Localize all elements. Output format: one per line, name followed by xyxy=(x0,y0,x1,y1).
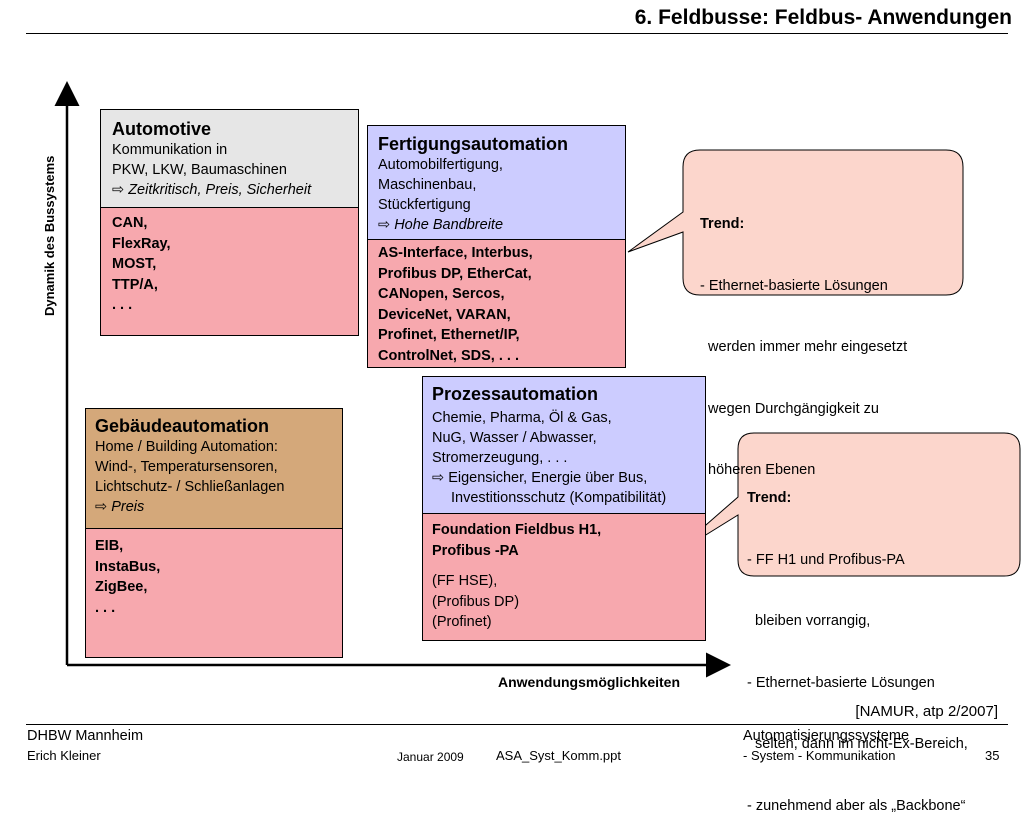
automotive-highlight: Zeitkritisch, Preis, Sicherheit xyxy=(128,182,312,198)
prozess-highlight-cont: Investitionsschutz (Kompatibilität) xyxy=(451,490,667,506)
gebaeude-box-header: Gebäudeautomation Home / Building Automa… xyxy=(85,408,343,529)
axes-and-callout-shapes xyxy=(54,81,1021,678)
footer-divider xyxy=(26,724,1008,725)
trend1-line: werden immer mehr eingesetzt xyxy=(700,339,908,355)
gebaeude-box-buses: EIB, InstaBus, ZigBee, . . . xyxy=(85,528,343,658)
automotive-bus: CAN, xyxy=(112,215,148,231)
fertigung-line: Automobilfertigung, xyxy=(378,157,503,173)
fertigung-line: Maschinenbau, xyxy=(378,177,477,193)
fertigung-bus: Profibus DP, EtherCat, xyxy=(378,265,532,282)
trend2-line: - Ethernet-basierte Lösungen xyxy=(747,674,935,691)
footer-author: Erich Kleiner xyxy=(27,748,101,763)
prozess-box-buses: Foundation Fieldbus H1, Profibus -PA (FF… xyxy=(422,513,706,641)
prozess-line: Chemie, Pharma, Öl & Gas, xyxy=(432,410,612,426)
prozess-bus: Foundation Fieldbus H1, xyxy=(432,522,602,538)
prozess-highlight: Eigensicher, Energie über Bus, xyxy=(448,470,648,486)
automotive-bus: FlexRay, xyxy=(112,235,171,252)
automotive-line: PKW, LKW, Baumaschinen xyxy=(112,162,287,178)
footer-date: Januar 2009 xyxy=(397,750,464,764)
fertigung-bus: ControlNet, SDS, . . . xyxy=(378,347,519,364)
citation: [NAMUR, atp 2/2007] xyxy=(855,703,998,720)
gebaeude-line: Wind-, Temperatursensoren, xyxy=(95,459,278,475)
outline-right-arrow-icon: ⇨ xyxy=(378,217,391,233)
prozess-line: Stromerzeugung, . . . xyxy=(432,450,568,466)
automotive-title: Automotive xyxy=(112,119,211,139)
prozess-line: NuG, Wasser / Abwasser, xyxy=(432,430,597,446)
outline-right-arrow-icon: ⇨ xyxy=(112,182,125,198)
trend2-line: bleiben vorrangig, xyxy=(747,613,871,629)
fertigung-highlight: Hohe Bandbreite xyxy=(394,217,504,233)
fertigung-bus: CANopen, Sercos, xyxy=(378,286,505,302)
trend2-line: - zunehmend aber als „Backbone“ xyxy=(747,797,966,814)
gebaeude-bus: ZigBee, xyxy=(95,579,148,595)
automotive-box-buses: CAN, FlexRay, MOST, TTP/A, . . . xyxy=(100,207,359,336)
footer-page-number: 35 xyxy=(985,748,1000,763)
prozess-bus-optional: (Profibus DP) xyxy=(432,593,520,610)
fertigung-line: Stückfertigung xyxy=(378,197,471,213)
prozess-bus: Profibus -PA xyxy=(432,542,519,559)
title-divider xyxy=(26,33,1008,34)
trend2-line: - FF H1 und Profibus-PA xyxy=(747,551,905,568)
x-axis-label: Anwendungsmöglichkeiten xyxy=(498,674,681,690)
prozess-title: Prozessautomation xyxy=(432,384,599,404)
automotive-box-header: Automotive Kommunikation in PKW, LKW, Ba… xyxy=(100,109,359,208)
fertigung-box-header: Fertigungsautomation Automobilfertigung,… xyxy=(367,125,626,240)
trend2-callout-text: Trend: - FF H1 und Profibus-PA bleiben v… xyxy=(747,447,968,837)
trend1-line: höheren Ebenen xyxy=(700,462,816,478)
fertigung-bus: DeviceNet, VARAN, xyxy=(378,306,511,323)
y-axis-label: Dynamik des Bussystems xyxy=(42,155,57,316)
slide-title: 6. Feldbusse: Feldbus- Anwendungen xyxy=(634,6,1012,29)
outline-right-arrow-icon: ⇨ xyxy=(95,499,108,515)
prozess-box-header: Prozessautomation Chemie, Pharma, Öl & G… xyxy=(422,376,706,514)
gebaeude-bus: . . . xyxy=(95,599,116,616)
trend2-heading: Trend: xyxy=(747,490,792,506)
fertigung-title: Fertigungsautomation xyxy=(378,134,568,154)
gebaeude-highlight: Preis xyxy=(111,499,145,515)
fertigung-bus: AS-Interface, Interbus, xyxy=(378,245,533,261)
automotive-bus: TTP/A, xyxy=(112,276,158,293)
trend1-callout-text: Trend: - Ethernet-basierte Lösungen werd… xyxy=(700,173,907,501)
fertigung-box-buses: AS-Interface, Interbus, Profibus DP, Eth… xyxy=(367,239,626,368)
gebaeude-bus: EIB, xyxy=(95,538,124,554)
trend2-line: selten, dann im nicht-Ex-Bereich, xyxy=(747,736,968,752)
trend1-heading: Trend: xyxy=(700,216,745,232)
outline-right-arrow-icon: ⇨ xyxy=(432,470,445,486)
trend1-line: - Ethernet-basierte Lösungen xyxy=(700,277,888,294)
automotive-line: Kommunikation in xyxy=(112,142,228,158)
automotive-bus: . . . xyxy=(112,297,133,313)
gebaeude-line: Home / Building Automation: xyxy=(95,439,278,455)
footer-org: DHBW Mannheim xyxy=(27,728,144,744)
footer-file: ASA_Syst_Komm.ppt xyxy=(496,748,621,763)
gebaeude-title: Gebäudeautomation xyxy=(95,416,270,436)
prozess-bus-optional: (Profinet) xyxy=(432,614,492,630)
trend1-callout-shape xyxy=(627,149,964,296)
trend2-callout-shape xyxy=(666,432,1021,577)
fertigung-bus: Profinet, Ethernet/IP, xyxy=(378,327,520,343)
prozess-bus-optional: (FF HSE), xyxy=(432,573,498,589)
trend1-line: wegen Durchgängigkeit zu xyxy=(700,400,879,417)
footer-topic: - System - Kommunikation xyxy=(743,748,896,763)
automotive-bus: MOST, xyxy=(112,256,157,272)
gebaeude-bus: InstaBus, xyxy=(95,558,161,575)
gebaeude-line: Lichtschutz- / Schließanlagen xyxy=(95,479,285,495)
footer-course: Automatisierungssysteme xyxy=(743,728,910,744)
